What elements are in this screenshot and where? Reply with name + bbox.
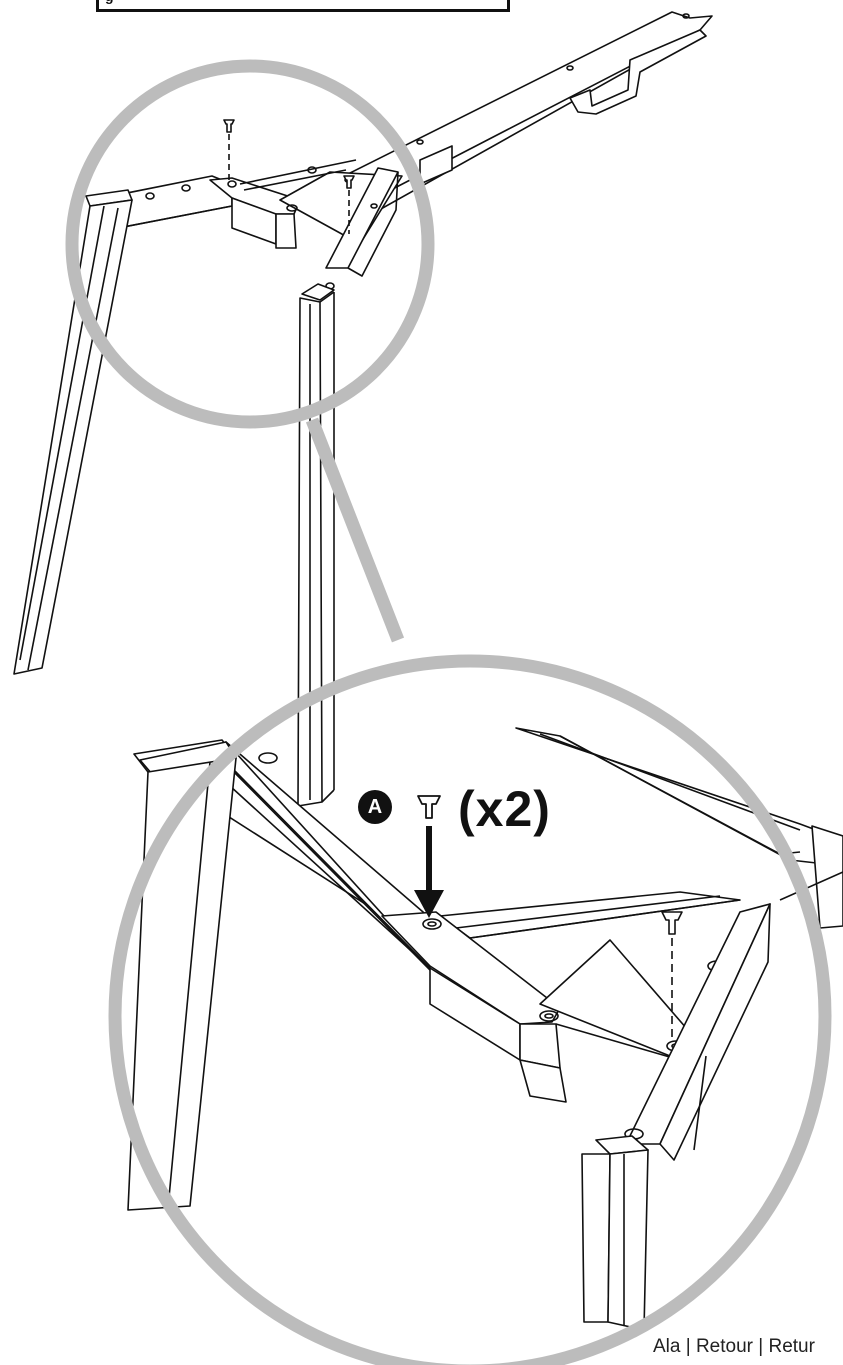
arrow-down-icon	[414, 826, 444, 918]
detail-circle-large	[108, 654, 832, 1365]
upper-left-leg	[13, 189, 133, 675]
screw-icon	[417, 795, 441, 819]
footer-caption: Ala | Retour | Retur	[653, 1336, 815, 1357]
upper-screw-2	[343, 175, 355, 234]
zoom-screw-2	[661, 911, 683, 1040]
detail-circle-small	[65, 59, 435, 429]
upper-brace	[325, 167, 399, 290]
quantity-label: (x2)	[458, 781, 551, 837]
zoom-back-arm	[439, 891, 741, 939]
zoom-hub	[381, 911, 727, 1103]
zoom-long-rail	[515, 727, 843, 929]
zoom-right-leg	[581, 1135, 649, 1331]
upper-right-leg	[297, 283, 335, 807]
part-label-badge: A	[358, 790, 392, 824]
step-header-box: g	[96, 0, 510, 12]
zoom-connector	[305, 417, 405, 643]
step-header-text: g	[105, 0, 114, 4]
zoom-brace	[624, 903, 771, 1161]
upper-screw-1	[223, 119, 235, 180]
zoom-left-leg	[127, 739, 237, 1211]
